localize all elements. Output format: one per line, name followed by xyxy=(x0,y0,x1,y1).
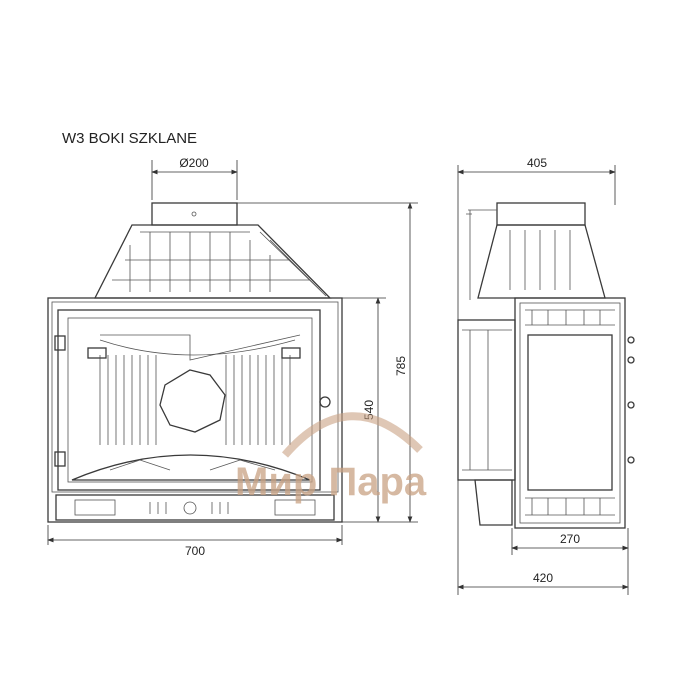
front-dimensions: Ø200 700 785 540 xyxy=(47,156,418,558)
side-view xyxy=(457,202,635,529)
side-dimensions: 405 270 420 xyxy=(457,156,629,595)
dim-front-width: 700 xyxy=(185,544,205,558)
watermark-logo: Мир Пара xyxy=(235,412,427,504)
dim-flue-diameter: Ø200 xyxy=(179,156,209,170)
drawing-title: W3 BOKI SZKLANE xyxy=(62,130,197,147)
watermark-text: Мир Пара xyxy=(235,460,427,504)
side-ornament xyxy=(525,309,615,516)
front-view xyxy=(47,202,343,523)
dim-total-height: 785 xyxy=(394,356,408,376)
bottom-vents xyxy=(74,499,316,516)
dim-total-depth: 420 xyxy=(533,571,553,585)
fire-grate-lines xyxy=(99,355,291,445)
dim-side-top-depth: 405 xyxy=(527,156,547,170)
dim-side-panel-width: 270 xyxy=(560,532,580,546)
